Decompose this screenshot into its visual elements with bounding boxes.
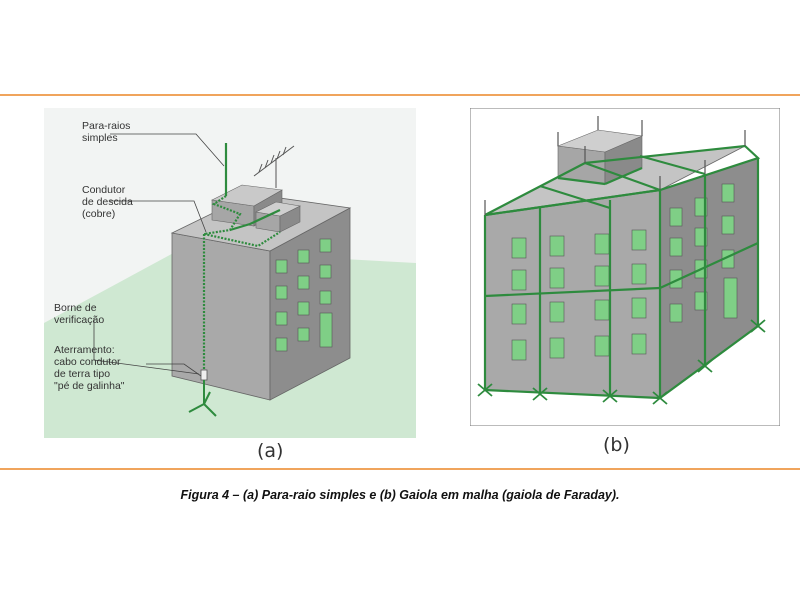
air-terminals [484,116,746,215]
panel-b-illustration [469,107,781,427]
antenna-icon [253,145,295,188]
panel-b-letter: (b) [603,434,630,456]
label-lightning-rod: Para-raios simples [82,120,131,144]
label-grounding: Aterramento: cabo condutor de terra tipo… [54,344,125,392]
test-terminal-icon [200,369,208,381]
label-down-conductor: Condutor de descida (cobre) [82,184,133,220]
panel-a-illustration [44,108,416,438]
figure-caption: Figura 4 – (a) Para-raio simples e (b) G… [180,488,620,502]
leader-lines [93,133,225,377]
panel-b-faraday-cage: (b) [469,107,781,456]
panel-a-simple-lightning-rod: Para-raios simples Condutor de descida (… [44,108,416,462]
panel-a-letter: (a) [257,440,284,462]
bottom-divider [0,468,800,470]
down-conductor-icon [202,143,281,370]
top-divider [0,94,800,96]
label-test-terminal: Borne de verificação [54,302,105,326]
windows-front [511,229,647,361]
ground-electrode-icon [188,380,217,417]
ground-electrodes-icon [477,319,766,405]
windows [275,238,333,352]
